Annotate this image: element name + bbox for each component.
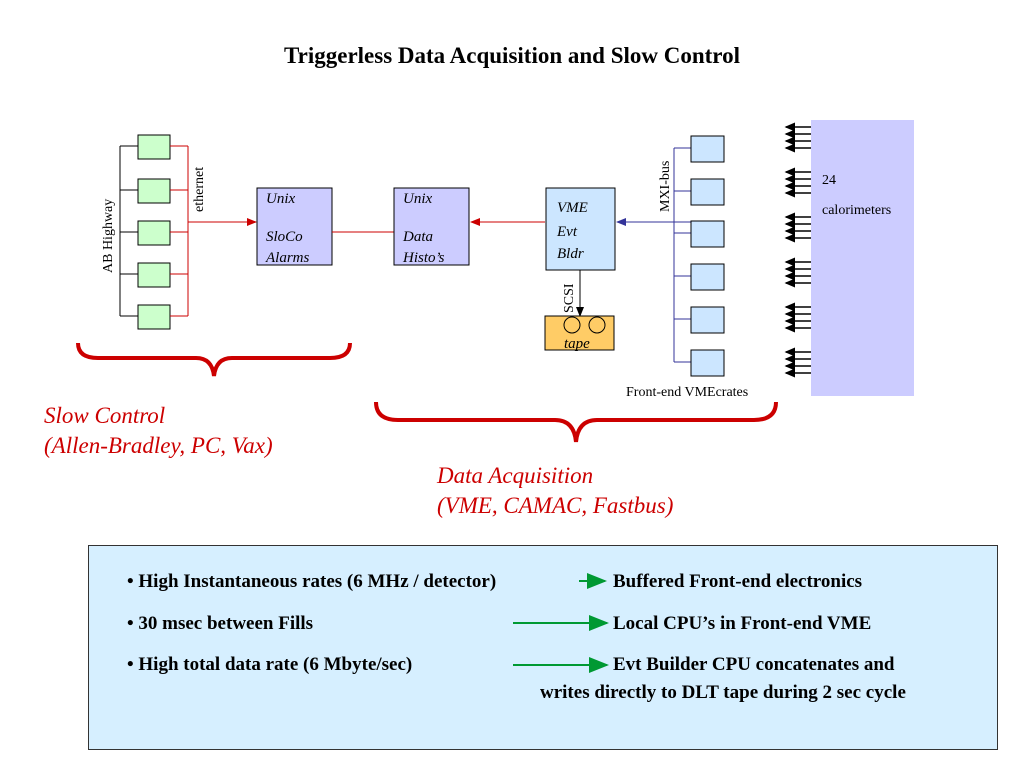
vme-line1: VME xyxy=(557,200,588,216)
frontend-label: Front-end VMEcrates xyxy=(626,385,748,400)
unix-data-line3: Histo’s xyxy=(402,250,445,266)
vme-line2: Evt xyxy=(556,224,578,240)
crate-2 xyxy=(674,178,725,206)
ab-highway-label: AB Highway xyxy=(101,199,116,273)
data-acquisition-brace xyxy=(374,401,778,443)
ab-node-3 xyxy=(120,220,188,246)
mxi-bus-label: MXI-bus xyxy=(658,161,673,212)
bullet3-right: Evt Builder CPU concatenates and xyxy=(613,654,895,675)
ab-node-5 xyxy=(120,304,188,330)
unix-sloco-line2: SloCo xyxy=(266,229,303,245)
vme-line3: Bldr xyxy=(557,246,584,262)
info-box: • High Instantaneous rates (6 MHz / dete… xyxy=(88,545,998,750)
calorimeter-panel xyxy=(811,120,914,396)
slow-control-label: Slow Control (Allen-Bradley, PC, Vax) xyxy=(44,403,273,458)
vme-evt-bldr-box xyxy=(545,187,616,271)
calorimeters-count: 24 xyxy=(822,173,836,188)
daq-diagram: AB Highway ethernet Unix SloCo Alarms Un… xyxy=(76,120,914,443)
bullet1-left: • High Instantaneous rates (6 MHz / dete… xyxy=(127,571,497,592)
bullet2-left: • 30 msec between Fills xyxy=(127,613,314,634)
ab-node-2 xyxy=(120,178,188,204)
ab-node-1 xyxy=(120,134,188,160)
tape-label: tape xyxy=(564,336,590,352)
unix-data-line1: Unix xyxy=(403,191,433,207)
unix-sloco-box xyxy=(256,187,333,266)
frontend-crates xyxy=(674,135,725,377)
crate-5 xyxy=(674,306,725,334)
tape-reel-left-icon xyxy=(563,316,581,334)
crate-4 xyxy=(674,263,725,291)
page-title: Triggerless Data Acquisition and Slow Co… xyxy=(284,43,740,68)
calorimeters-label: calorimeters xyxy=(822,203,891,218)
ab-node-4 xyxy=(120,262,188,288)
bullet1-right: Buffered Front-end electronics xyxy=(613,571,863,592)
calorimeter-input-arrows xyxy=(784,122,811,378)
unix-sloco-line3: Alarms xyxy=(265,250,310,266)
ab-highway-group xyxy=(119,134,189,330)
tape-reel-right-icon xyxy=(588,316,606,334)
crate-3 xyxy=(674,220,725,248)
ethernet-label: ethernet xyxy=(192,167,207,212)
scsi-label: SCSI xyxy=(562,283,577,313)
unix-data-box xyxy=(393,187,470,266)
unix-sloco-line1: Unix xyxy=(266,191,296,207)
bullet2-right: Local CPU’s in Front-end VME xyxy=(613,613,872,634)
slow-control-brace xyxy=(76,342,352,377)
bullet3-right-line2: writes directly to DLT tape during 2 sec… xyxy=(540,682,906,703)
crate-1 xyxy=(674,135,725,163)
bullet3-left: • High total data rate (6 Mbyte/sec) xyxy=(127,654,413,675)
unix-data-line2: Data xyxy=(402,229,433,245)
info-arrows xyxy=(513,573,609,673)
data-acquisition-label: Data Acquisition (VME, CAMAC, Fastbus) xyxy=(437,463,674,518)
crate-6 xyxy=(674,349,725,377)
